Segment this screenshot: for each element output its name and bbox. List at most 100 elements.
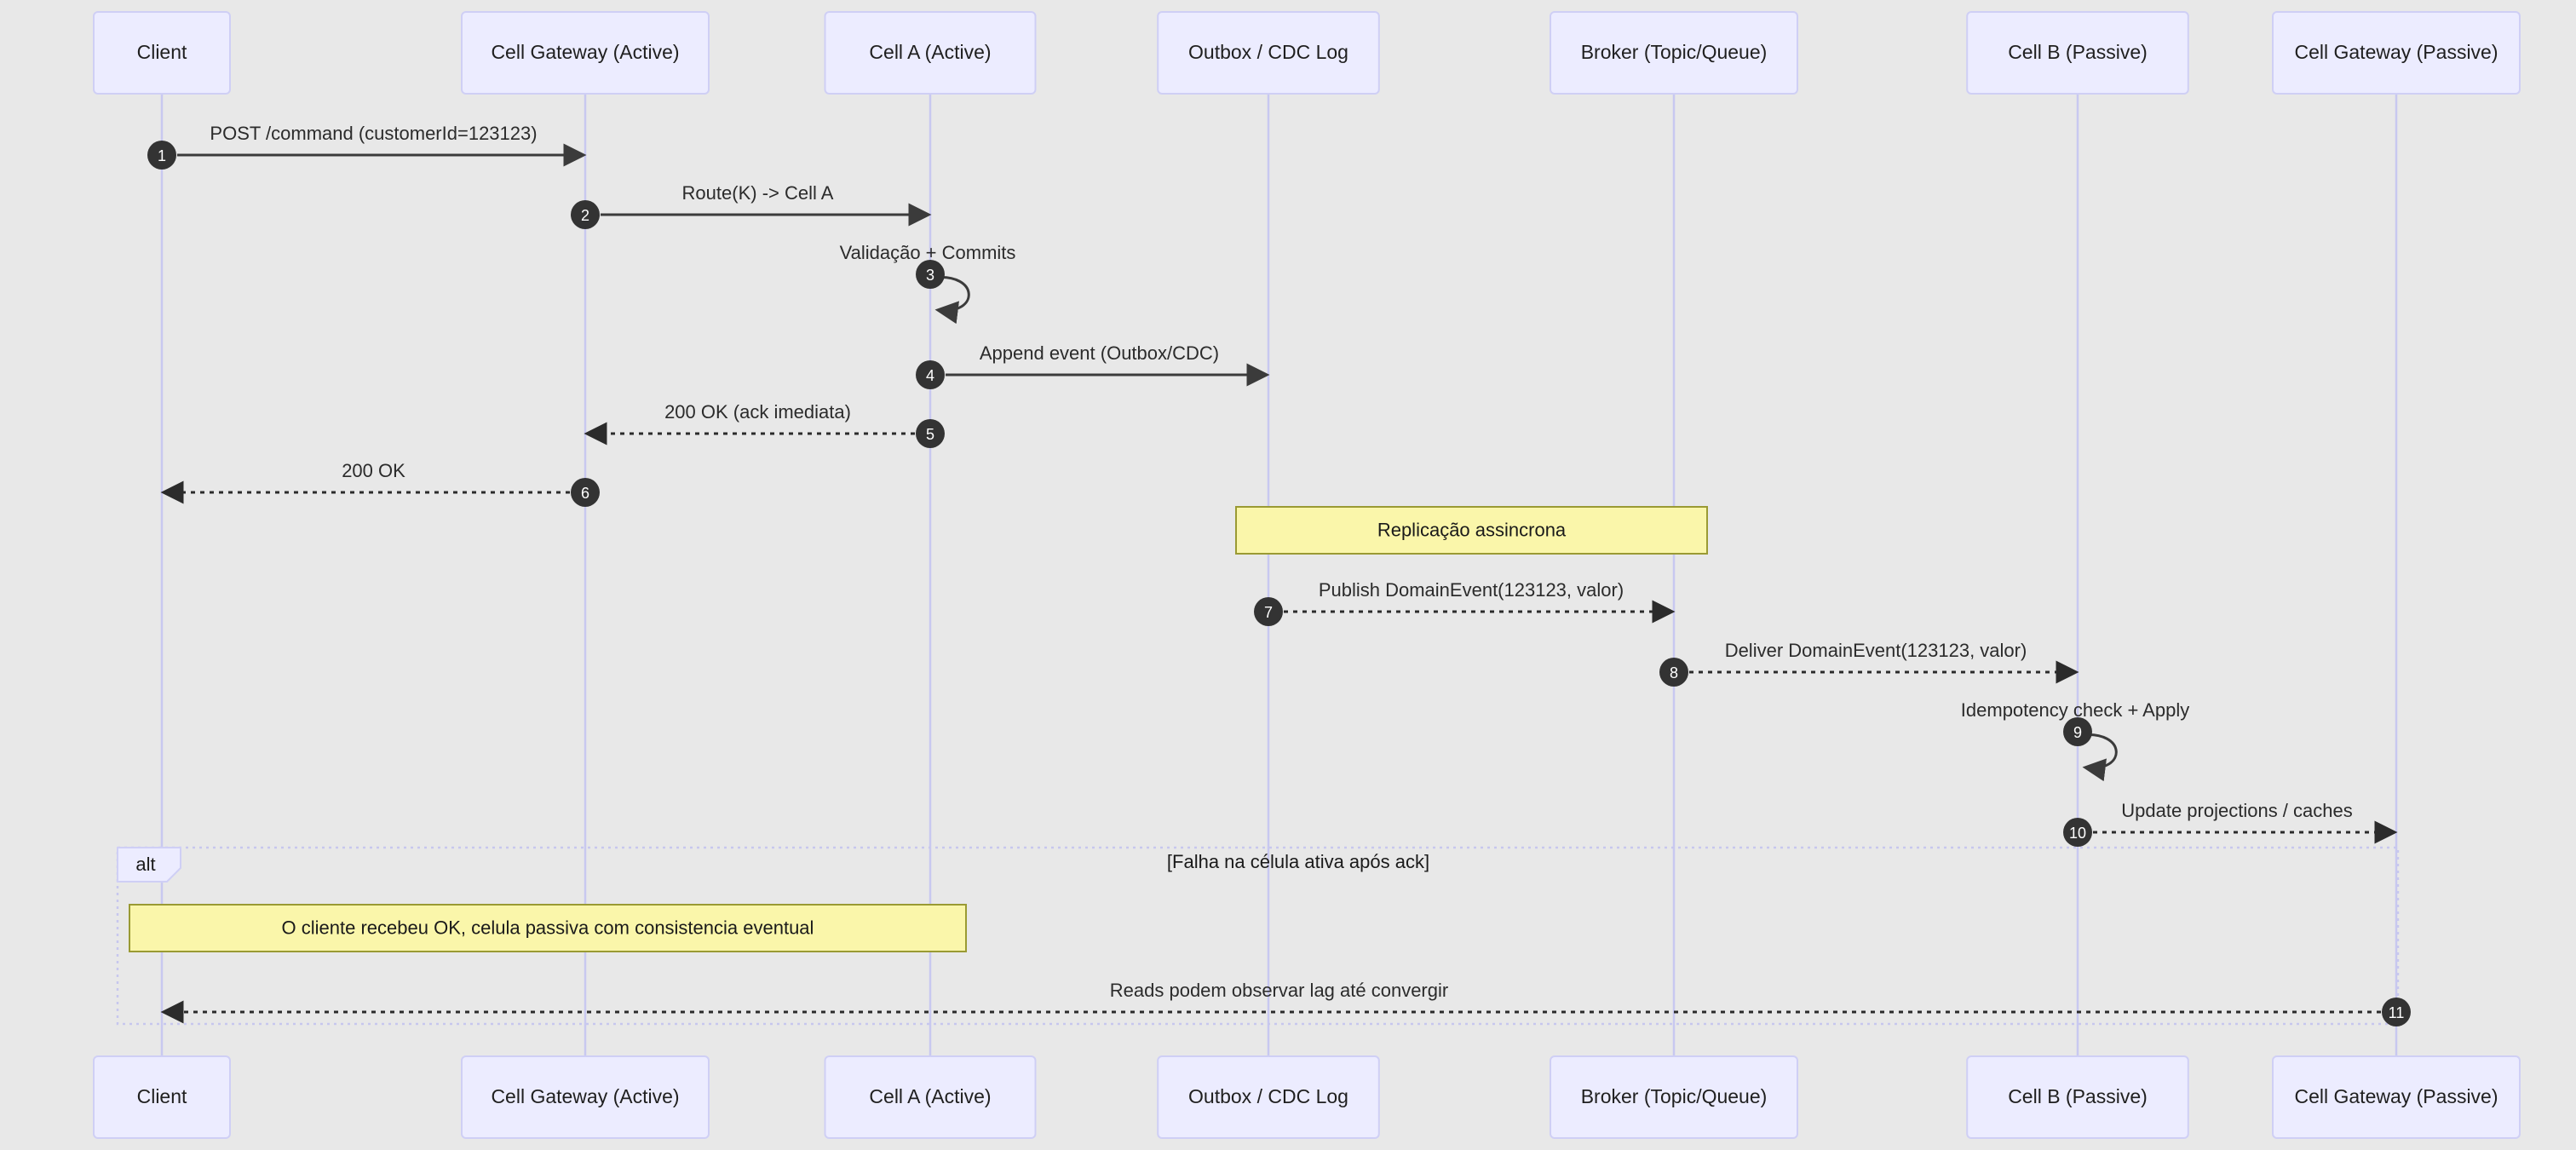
note-replication: Replicação assincrona xyxy=(1235,506,1708,555)
participant-box-broker-top[interactable] xyxy=(1550,11,1798,95)
participant-box-cell_a-top[interactable] xyxy=(824,11,1037,95)
participant-box-client-top[interactable] xyxy=(93,11,231,95)
message-8: Deliver DomainEvent(123123, valor)8 xyxy=(1659,640,2079,687)
message-badge-label-2: 2 xyxy=(581,207,589,224)
participant-client-bottom[interactable]: Client xyxy=(93,1055,231,1139)
participant-cell_b-top[interactable]: Cell B (Passive) xyxy=(1966,11,2189,95)
participant-broker-bottom[interactable]: Broker (Topic/Queue) xyxy=(1550,1055,1798,1139)
message-badge-11 xyxy=(2382,998,2411,1026)
message-label-11: Reads podem observar lag até convergir xyxy=(1110,980,1448,1001)
participant-box-gateway_passive-bottom[interactable] xyxy=(2272,1055,2521,1139)
note-alt-box xyxy=(129,904,967,952)
lifelines-layer xyxy=(160,94,2398,1056)
message-label-2: Route(K) -> Cell A xyxy=(682,182,834,204)
message-badge-10 xyxy=(2063,818,2092,847)
message-4: Append event (Outbox/CDC) 4 xyxy=(916,342,1270,389)
message-badge-label-6: 6 xyxy=(581,485,589,502)
message-badge-7 xyxy=(1254,597,1283,626)
participant-cell_a-top[interactable]: Cell A (Active) xyxy=(824,11,1037,95)
message-label-1: POST /command (customerId=123123) xyxy=(210,123,537,144)
message-badge-9 xyxy=(2063,717,2092,746)
message-badge-label-4: 4 xyxy=(926,367,934,384)
message-label-3: Validação + Commits xyxy=(840,242,1016,263)
participant-label-client-bottom: Client xyxy=(137,1085,187,1107)
participant-label-cell_a-bottom: Cell A (Active) xyxy=(869,1085,991,1107)
alt-fragment-tab xyxy=(117,847,181,883)
message-5: 200 OK (ack imediata) 5 xyxy=(584,401,945,448)
participant-label-outbox-top: Outbox / CDC Log xyxy=(1188,41,1348,63)
message-1: POST /command (customerId=123123) 1 xyxy=(147,123,587,170)
participant-label-broker-top: Broker (Topic/Queue) xyxy=(1581,41,1768,63)
message-10: Update projections / caches 10 xyxy=(2063,800,2398,847)
alt-fragment-layer: alt [Falha na célula ativa após ack] xyxy=(116,846,2400,1026)
participant-label-outbox-bottom: Outbox / CDC Log xyxy=(1188,1085,1348,1107)
participant-label-broker-bottom: Broker (Topic/Queue) xyxy=(1581,1085,1768,1107)
participant-label-gateway_passive-top: Cell Gateway (Passive) xyxy=(2294,41,2498,63)
participant-label-cell_b-bottom: Cell B (Passive) xyxy=(2008,1085,2148,1107)
note-replication-text: Replicação assincrona xyxy=(1377,519,1567,540)
participant-cell_b-bottom[interactable]: Cell B (Passive) xyxy=(1966,1055,2189,1139)
message-self-arc-3 xyxy=(933,276,970,325)
alt-fragment-outline xyxy=(116,846,2400,1026)
participant-box-gateway_active-top[interactable] xyxy=(461,11,710,95)
message-badge-1 xyxy=(147,141,176,170)
message-label-7: Publish DomainEvent(123123, valor) xyxy=(1319,579,1624,601)
participant-box-outbox-top[interactable] xyxy=(1157,11,1380,95)
participant-label-gateway_passive-bottom: Cell Gateway (Passive) xyxy=(2294,1085,2498,1107)
alt-fragment-condition: [Falha na célula ativa após ack] xyxy=(1167,851,1429,872)
participant-box-gateway_active-bottom[interactable] xyxy=(461,1055,710,1139)
message-label-6: 200 OK xyxy=(342,460,405,481)
participant-broker-top[interactable]: Broker (Topic/Queue) xyxy=(1550,11,1798,95)
message-label-10: Update projections / caches xyxy=(2121,800,2353,821)
participant-box-outbox-bottom[interactable] xyxy=(1157,1055,1380,1139)
message-badge-label-1: 1 xyxy=(158,147,166,164)
message-badge-label-3: 3 xyxy=(926,267,934,284)
participant-gateway_passive-bottom[interactable]: Cell Gateway (Passive) xyxy=(2272,1055,2521,1139)
message-badge-2 xyxy=(571,200,600,229)
participant-box-broker-bottom[interactable] xyxy=(1550,1055,1798,1139)
notes-layer: Replicação assincrona O cliente recebeu O… xyxy=(129,506,1708,952)
participant-gateway_active-top[interactable]: Cell Gateway (Active) xyxy=(461,11,710,95)
message-self-arc-9 xyxy=(2080,733,2118,782)
participant-label-client-top: Client xyxy=(137,41,187,63)
participant-gateway_active-bottom[interactable]: Cell Gateway (Active) xyxy=(461,1055,710,1139)
message-badge-6 xyxy=(571,478,600,507)
message-label-5: 200 OK (ack imediata) xyxy=(664,401,851,423)
message-badge-3 xyxy=(916,260,945,289)
participant-box-cell_a-bottom[interactable] xyxy=(824,1055,1037,1139)
participant-label-gateway_active-top: Cell Gateway (Active) xyxy=(491,41,679,63)
participant-outbox-bottom[interactable]: Outbox / CDC Log xyxy=(1157,1055,1380,1139)
note-replication-box xyxy=(1235,506,1708,555)
participant-outbox-top[interactable]: Outbox / CDC Log xyxy=(1157,11,1380,95)
participant-box-cell_b-bottom[interactable] xyxy=(1966,1055,2189,1139)
message-badge-label-11: 11 xyxy=(2389,1004,2405,1021)
message-label-8: Deliver DomainEvent(123123, valor) xyxy=(1725,640,2027,661)
participant-box-gateway_passive-top[interactable] xyxy=(2272,11,2521,95)
message-badge-4 xyxy=(916,360,945,389)
message-badge-label-5: 5 xyxy=(926,426,934,443)
message-label-4: Append event (Outbox/CDC) xyxy=(980,342,1219,364)
message-badge-label-10: 10 xyxy=(2069,825,2086,842)
messages-layer: POST /command (customerId=123123) 1Route(… xyxy=(147,123,2411,1026)
note-alt: O cliente recebeu OK, celula passiva com… xyxy=(129,904,967,952)
participant-gateway_passive-top[interactable]: Cell Gateway (Passive) xyxy=(2272,11,2521,95)
participant-label-cell_a-top: Cell A (Active) xyxy=(869,41,991,63)
message-label-9: Idempotency check + Apply xyxy=(1961,699,2189,721)
message-11: Reads podem observar lag até convergir 11 xyxy=(160,980,2411,1026)
participant-box-client-bottom[interactable] xyxy=(93,1055,231,1139)
participant-cell_a-bottom[interactable]: Cell A (Active) xyxy=(824,1055,1037,1139)
participant-box-cell_b-top[interactable] xyxy=(1966,11,2189,95)
message-3: Validação + Commits 3 xyxy=(840,242,1016,325)
participant-label-cell_b-top: Cell B (Passive) xyxy=(2008,41,2148,63)
message-6: 200 OK 6 xyxy=(160,460,600,507)
message-badge-label-9: 9 xyxy=(2073,724,2082,741)
participant-client-top[interactable]: Client xyxy=(93,11,231,95)
alt-fragment-tab-label: alt xyxy=(135,854,155,875)
message-9: Idempotency check + Apply 9 xyxy=(1961,699,2189,782)
message-2: Route(K) -> Cell A 2 xyxy=(571,182,932,229)
participant-label-gateway_active-bottom: Cell Gateway (Active) xyxy=(491,1085,679,1107)
message-badge-5 xyxy=(916,419,945,448)
